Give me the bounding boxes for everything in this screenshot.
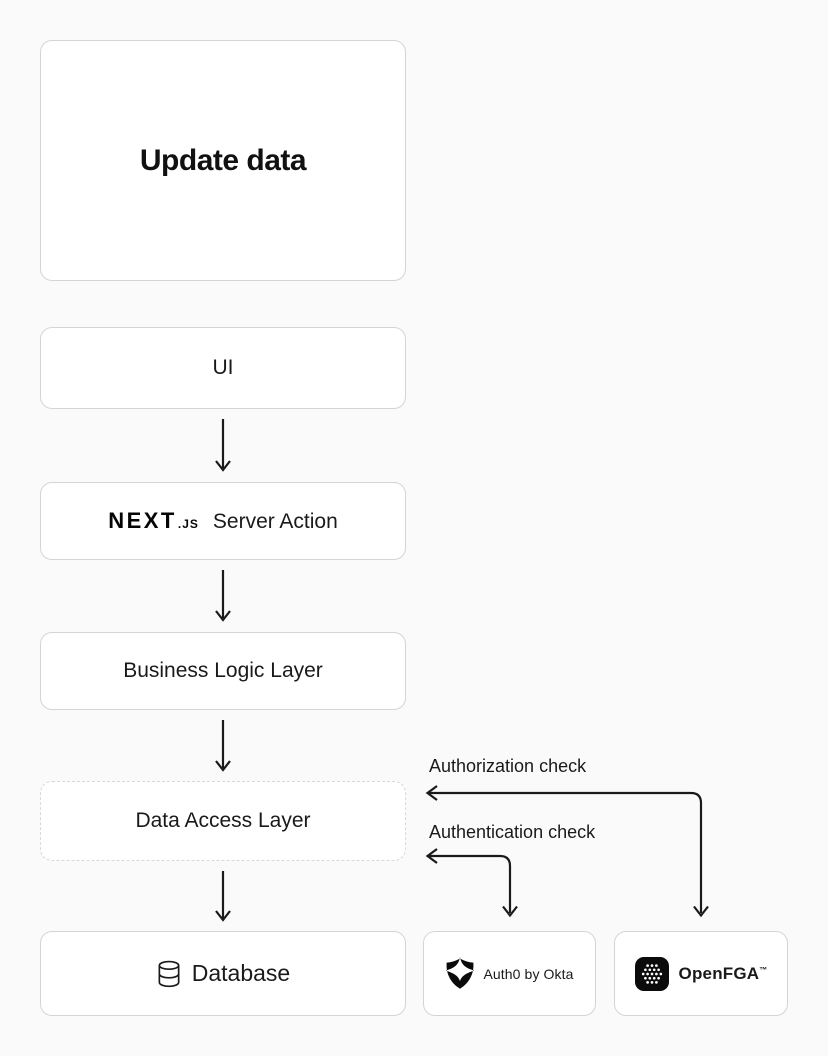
arrow-ui-to-server-action <box>215 419 231 472</box>
node-auth0-label: Auth0 by Okta <box>483 965 574 982</box>
auth0-shield-icon <box>445 957 475 990</box>
node-openfga-label: OpenFGA™ <box>678 963 768 983</box>
openfga-dots-icon <box>634 956 669 991</box>
database-cylinder-icon <box>156 960 182 988</box>
node-ui: UI <box>40 327 406 409</box>
node-business-logic-label: Business Logic Layer <box>123 659 323 682</box>
trademark-symbol: ™ <box>759 964 768 974</box>
node-update-data-label: Update data <box>139 143 307 177</box>
arrow-data-access-to-database <box>215 871 231 922</box>
node-database: Database <box>40 931 406 1016</box>
arrow-authorization-check <box>425 785 709 918</box>
node-ui-label: UI <box>212 356 234 379</box>
node-server-action-label: Server Action <box>212 510 338 533</box>
node-database-label: Database <box>191 960 291 986</box>
arrow-server-action-to-business-logic <box>215 570 231 622</box>
arrow-authentication-check <box>425 848 518 918</box>
node-server-action: NEXT.JS Server Action <box>40 482 406 560</box>
node-business-logic-layer: Business Logic Layer <box>40 632 406 710</box>
node-data-access-layer: Data Access Layer <box>40 781 406 861</box>
node-auth0: Auth0 by Okta <box>423 931 596 1016</box>
node-update-data: Update data <box>40 40 406 281</box>
authentication-check-label: Authentication check <box>429 822 596 842</box>
node-openfga: OpenFGA™ <box>614 931 788 1016</box>
arrow-business-logic-to-data-access <box>215 720 231 772</box>
nextjs-logo: NEXT.JS <box>108 508 199 533</box>
node-data-access-label: Data Access Layer <box>135 809 311 832</box>
authorization-check-label: Authorization check <box>429 756 587 776</box>
